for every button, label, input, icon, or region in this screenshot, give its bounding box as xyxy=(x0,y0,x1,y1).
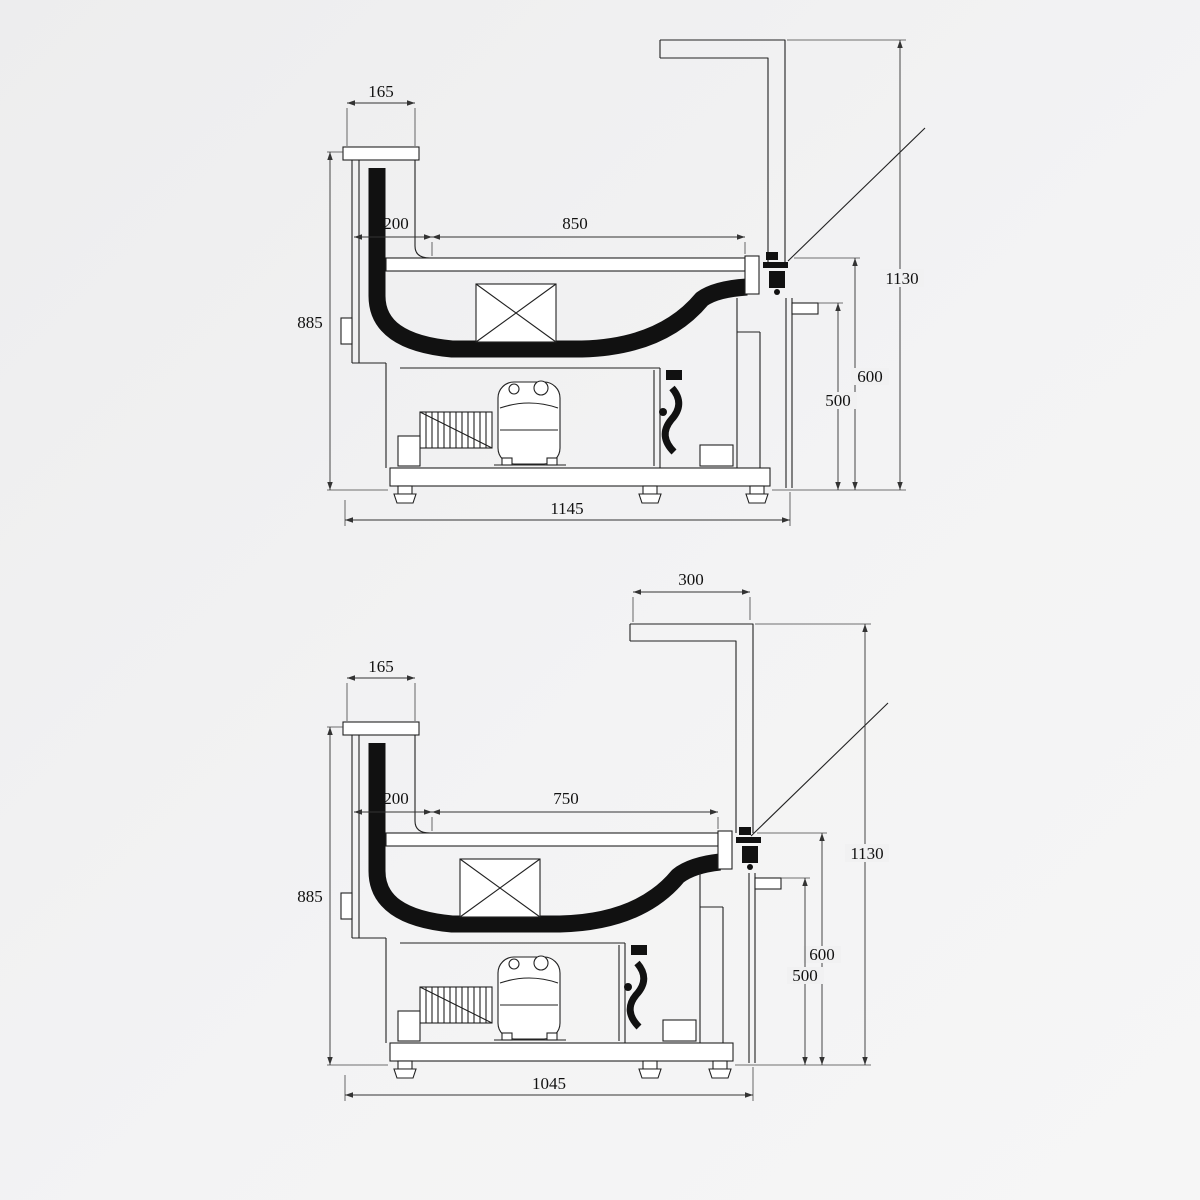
dim-front-glass-height-label: 600 xyxy=(809,945,835,964)
canopy-cap xyxy=(342,146,420,161)
glass-clamp xyxy=(736,827,761,870)
display-deck-profile xyxy=(368,743,722,933)
dim-canopy-depth-label: 300 xyxy=(678,570,704,589)
worktop-shelf xyxy=(385,257,746,272)
machine-bay xyxy=(385,298,819,504)
condenser xyxy=(419,411,493,449)
case-structure xyxy=(340,721,761,939)
canopy-duct xyxy=(659,39,786,262)
adjustable-feet xyxy=(393,485,769,504)
evaporator-box xyxy=(459,858,541,918)
glass-panel xyxy=(787,127,926,262)
dimensions-top: 165 200 850 885 1130 xyxy=(297,39,924,526)
dim-overall-height-label: 1130 xyxy=(885,269,918,288)
canopy-cap xyxy=(342,721,420,736)
dim-canopy-depth: 300 xyxy=(632,570,751,622)
base-plate xyxy=(389,467,771,487)
front-panel xyxy=(785,298,793,488)
dim-display-length: 850 xyxy=(431,214,746,256)
dim-canopy-width: 165 xyxy=(346,657,416,721)
glass-panel xyxy=(750,702,889,837)
machine-bay xyxy=(385,873,782,1079)
dim-well-depth-label: 200 xyxy=(383,789,409,808)
dim-bumper-height: 500 xyxy=(818,302,857,490)
evaporator-box xyxy=(475,283,557,343)
rear-bumper xyxy=(340,317,353,345)
adjustable-feet xyxy=(393,1060,732,1079)
canopy-duct xyxy=(629,623,754,833)
dim-front-glass-height: 600 xyxy=(757,832,841,1065)
junction-box xyxy=(397,1010,421,1042)
condenser xyxy=(419,986,493,1024)
dim-overall-width: 1045 xyxy=(344,1067,754,1101)
dim-display-length: 750 xyxy=(431,789,719,831)
shelf-end-cap xyxy=(744,255,760,295)
dim-canopy-width: 165 xyxy=(346,82,416,146)
dim-overall-height: 1130 xyxy=(772,39,924,491)
drain-box xyxy=(662,1019,697,1042)
dim-bumper-height: 500 xyxy=(781,877,824,1065)
dim-display-length-label: 750 xyxy=(553,789,579,808)
rear-bumper xyxy=(340,892,353,920)
drawing-bottom: 300 165 200 750 885 xyxy=(297,570,889,1101)
dim-well-depth: 200 xyxy=(354,789,432,815)
dim-well-depth-label: 200 xyxy=(383,214,409,233)
worktop-shelf xyxy=(385,832,719,847)
drain-box xyxy=(699,444,734,467)
dim-body-height: 885 xyxy=(297,151,388,491)
dim-overall-height-label: 1130 xyxy=(850,844,883,863)
dim-body-height-label: 885 xyxy=(297,887,323,906)
dim-body-height-label: 885 xyxy=(297,313,323,332)
compressor xyxy=(494,955,566,1041)
bumper-bracket xyxy=(791,302,819,315)
fan-unit xyxy=(624,945,648,1030)
compressor xyxy=(494,380,566,466)
glass-clamp xyxy=(763,252,788,295)
dim-canopy-width-label: 165 xyxy=(368,657,394,676)
dim-body-height: 885 xyxy=(297,726,388,1066)
junction-box xyxy=(397,435,421,467)
dim-front-glass-height-label: 600 xyxy=(857,367,883,386)
drawing-top: 165 200 850 885 1130 xyxy=(297,39,926,526)
dim-overall-width: 1145 xyxy=(344,492,791,526)
fan-unit xyxy=(659,370,683,455)
dim-bumper-height-label: 500 xyxy=(825,391,851,410)
case-structure xyxy=(340,146,788,364)
dim-well-depth: 200 xyxy=(354,214,432,240)
bumper-bracket xyxy=(754,877,782,890)
dim-front-glass-height: 600 xyxy=(794,257,889,490)
display-deck-profile xyxy=(368,168,748,358)
dim-canopy-width-label: 165 xyxy=(368,82,394,101)
dim-overall-width-label: 1045 xyxy=(532,1074,566,1093)
base-plate xyxy=(389,1042,734,1062)
shelf-end-cap xyxy=(717,830,733,870)
dimensions-bottom: 300 165 200 750 885 xyxy=(297,570,889,1101)
front-panel xyxy=(748,873,756,1063)
dim-display-length-label: 850 xyxy=(562,214,588,233)
dim-bumper-height-label: 500 xyxy=(792,966,818,985)
dim-overall-height: 1130 xyxy=(735,623,889,1066)
dim-overall-width-label: 1145 xyxy=(550,499,583,518)
